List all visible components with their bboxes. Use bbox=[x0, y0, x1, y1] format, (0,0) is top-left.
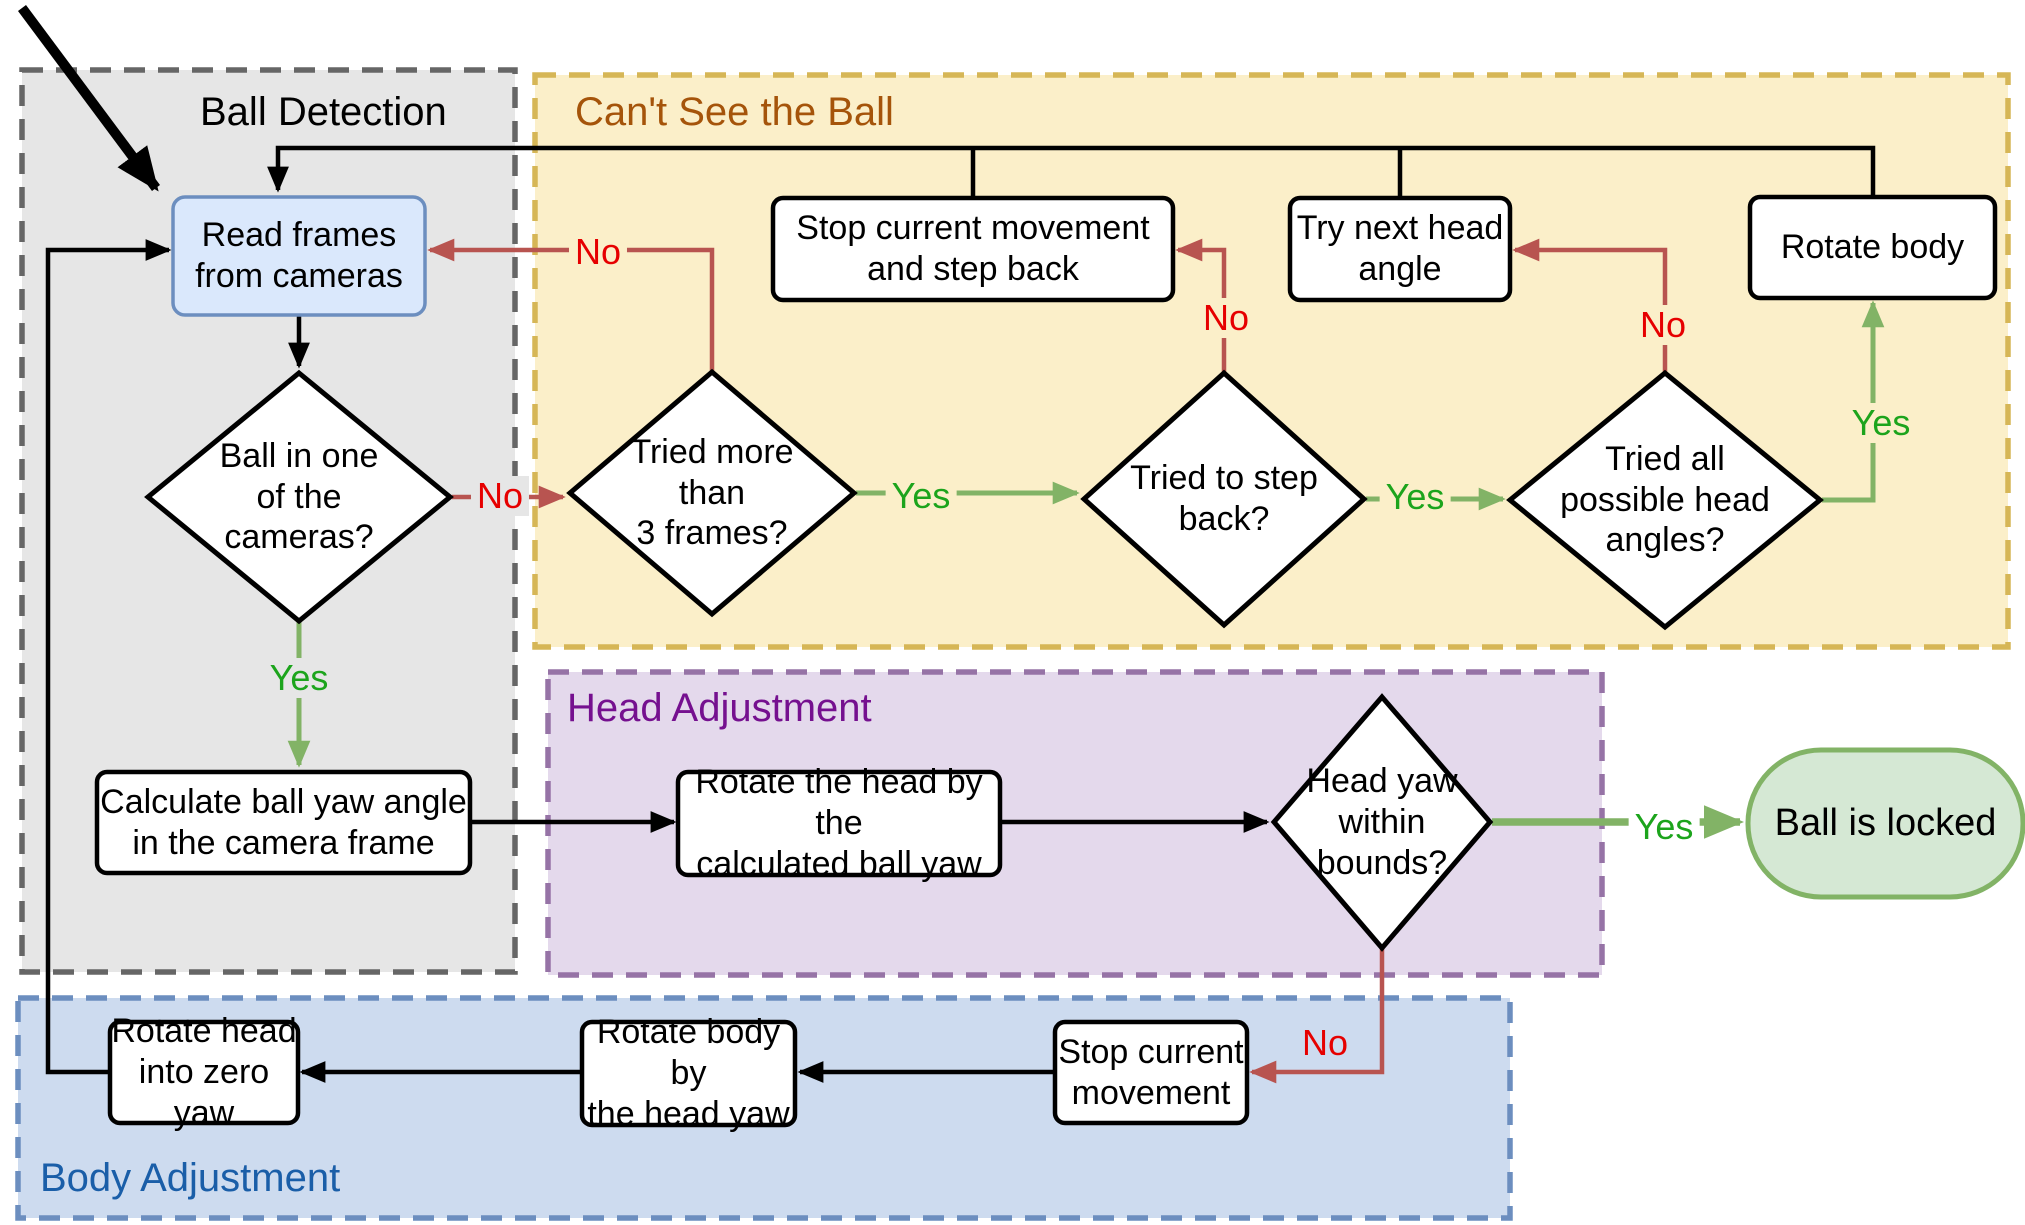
node-tried-3-frames: Tried more than 3 frames? bbox=[630, 432, 794, 553]
edge-yes-angles-to-rotate-body bbox=[1822, 300, 1885, 503]
node-try-next-head: Try next head angle bbox=[1296, 209, 1504, 288]
edge-label-yes-frames: Yes bbox=[885, 476, 957, 516]
node-shape-ball-locked bbox=[1745, 747, 2025, 900]
node-calc-ball-yaw: Calculate ball yaw angle in the camera f… bbox=[100, 782, 467, 862]
region-title-cant-see-ball: Can't See the Ball bbox=[575, 90, 894, 134]
region-title-ball-detection: Ball Detection bbox=[200, 90, 447, 134]
edge-label-no-frames: No bbox=[568, 232, 628, 272]
node-ball-in-cameras: Ball in one of the cameras? bbox=[219, 436, 379, 557]
node-tried-all-angles: Tried all possible head angles? bbox=[1560, 439, 1770, 560]
node-shape-head-yaw-bounds bbox=[1270, 693, 1494, 952]
node-shape-rotate-head-zero bbox=[107, 1019, 301, 1126]
edge-label-no-angles: No bbox=[1633, 305, 1693, 345]
node-head-yaw-bounds: Head yaw within bounds? bbox=[1306, 762, 1458, 882]
node-shape-tried-3-frames bbox=[566, 368, 858, 618]
node-shape-rotate-body-by bbox=[579, 1019, 798, 1128]
node-shape-tried-step-back bbox=[1080, 369, 1368, 629]
edge-label-yes-step: Yes bbox=[1379, 477, 1451, 517]
node-read-frames: Read frames from cameras bbox=[195, 216, 403, 295]
edge-no-bounds-to-stop-current bbox=[1249, 949, 1385, 1084]
edge-no-tried-frames-to-read-frames bbox=[427, 238, 715, 371]
node-shape-tried-all-angles bbox=[1506, 369, 1824, 631]
node-rotate-body: Rotate body bbox=[1780, 228, 1965, 267]
node-stop-step-back: Stop current movement and step back bbox=[796, 209, 1150, 288]
node-rotate-body-by: Rotate body by the head yaw bbox=[587, 1013, 790, 1133]
region-title-body-adjustment: Body Adjustment bbox=[40, 1156, 341, 1200]
node-rotate-head-zero: Rotate head into zero yaw bbox=[111, 1012, 297, 1132]
node-stop-current: Stop current movement bbox=[1058, 1032, 1244, 1112]
edge-rotate-head-zero-to-read-frames bbox=[45, 239, 172, 1075]
node-shape-stop-step-back bbox=[770, 195, 1176, 303]
node-shape-calc-ball-yaw bbox=[94, 769, 473, 876]
edge-entry-arrow bbox=[17, 5, 161, 192]
node-shape-rotate-head-by bbox=[675, 769, 1003, 878]
node-shape-stop-current bbox=[1052, 1019, 1250, 1126]
node-shape-ball-in-cameras bbox=[144, 369, 454, 625]
node-shape-rotate-body bbox=[1747, 194, 1998, 301]
edge-label-no-ball: No bbox=[470, 476, 530, 516]
node-shape-read-frames bbox=[171, 195, 427, 317]
node-shape-try-next-head bbox=[1287, 195, 1513, 303]
edge-return-to-read-frames bbox=[267, 145, 1876, 199]
node-tried-step-back: Tried to step back? bbox=[1130, 459, 1318, 538]
edge-label-no-step: No bbox=[1196, 298, 1256, 338]
edge-label-no-bounds: No bbox=[1301, 1022, 1349, 1063]
edge-label-yes-bounds: Yes bbox=[1628, 807, 1700, 847]
edge-label-yes-ball: Yes bbox=[263, 658, 335, 698]
node-ball-locked: Ball is locked bbox=[1774, 801, 1997, 844]
region-title-head-adjustment: Head Adjustment bbox=[567, 686, 872, 730]
node-rotate-head-by: Rotate the head by the calculated ball y… bbox=[695, 763, 983, 883]
edge-label-yes-angles: Yes bbox=[1845, 403, 1917, 443]
